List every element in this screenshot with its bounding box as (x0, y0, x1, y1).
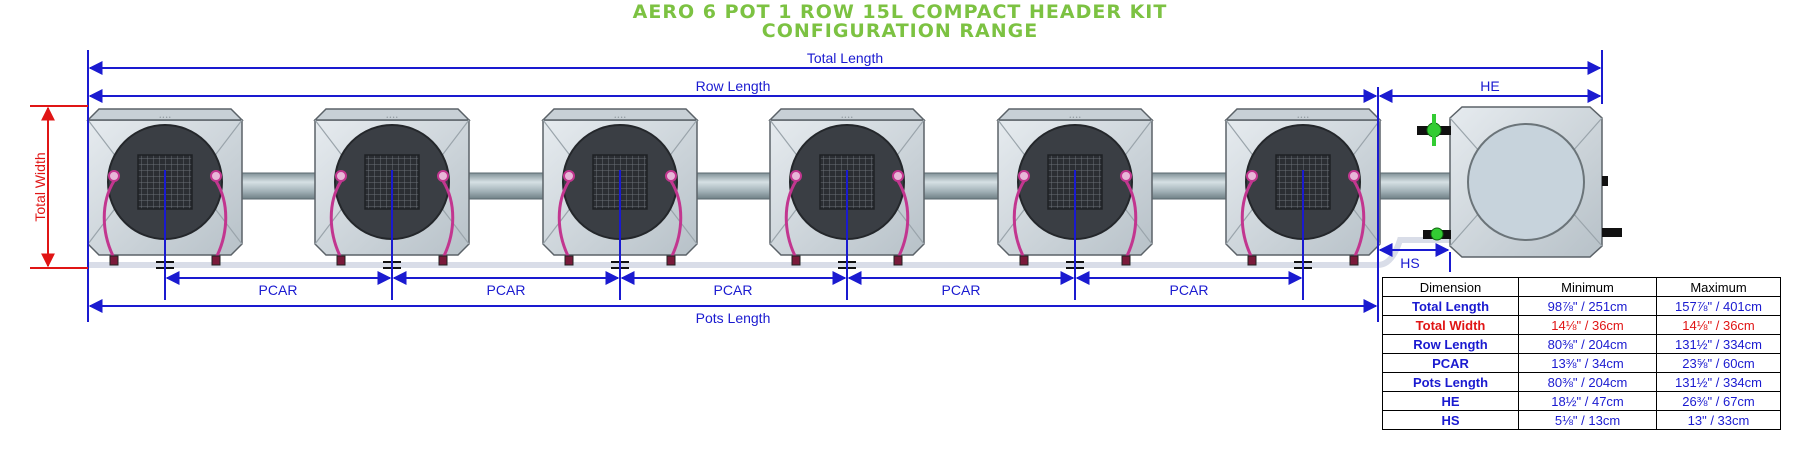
diagram-title-line2: CONFIGURATION RANGE (761, 20, 1039, 42)
table-row: Pots Length 80⅜" / 204cm 131½" / 334cm (1382, 372, 1781, 392)
row-dimension: Row Length (1382, 334, 1519, 354)
pots-length-label: Pots Length (696, 310, 771, 326)
he-label: HE (1480, 78, 1499, 94)
pcar-label-1: PCAR (259, 282, 298, 298)
row-minimum: 13⅜" / 34cm (1518, 353, 1657, 373)
table-header-minimum: Minimum (1518, 277, 1657, 297)
drain-valve-icon (1423, 227, 1451, 241)
pcar-label-5: PCAR (1170, 282, 1209, 298)
row-dimension: Pots Length (1382, 372, 1519, 392)
header-tank (1449, 106, 1622, 258)
row-dimension: PCAR (1382, 353, 1519, 373)
table-row: Total Width 14⅛" / 36cm 14⅛" / 36cm (1382, 315, 1781, 335)
table-row: HS 5⅛" / 13cm 13" / 33cm (1382, 410, 1781, 430)
row-maximum: 26⅜" / 67cm (1656, 391, 1781, 411)
row-maximum: 23⅝" / 60cm (1656, 353, 1781, 373)
table-row: PCAR 13⅜" / 34cm 23⅝" / 60cm (1382, 353, 1781, 373)
table-row: HE 18½" / 47cm 26⅜" / 67cm (1382, 391, 1781, 411)
valve-icon (1417, 114, 1451, 146)
row-maximum: 131½" / 334cm (1656, 372, 1781, 392)
pcar-label-2: PCAR (487, 282, 526, 298)
dimensions-table: Dimension Minimum Maximum Total Length 9… (1382, 277, 1781, 430)
total-width-label: Total Width (32, 152, 48, 221)
pcar-label-4: PCAR (942, 282, 981, 298)
row-dimension: Total Length (1382, 296, 1519, 316)
row-maximum: 13" / 33cm (1656, 410, 1781, 430)
table-header-maximum: Maximum (1656, 277, 1781, 297)
row-minimum: 80⅜" / 204cm (1518, 334, 1657, 354)
row-minimum: 18½" / 47cm (1518, 391, 1657, 411)
table-header-dimension: Dimension (1382, 277, 1519, 297)
row-maximum: 131½" / 334cm (1656, 334, 1781, 354)
row-minimum: 14⅛" / 36cm (1518, 315, 1657, 335)
pcar-label-3: PCAR (714, 282, 753, 298)
row-length-label: Row Length (696, 78, 771, 94)
row-maximum: 14⅛" / 36cm (1656, 315, 1781, 335)
diagram-title-line1: AERO 6 POT 1 ROW 15L COMPACT HEADER KIT (632, 1, 1168, 23)
table-row: Total Length 98⅞" / 251cm 157⅞" / 401cm (1382, 296, 1781, 316)
table-row: Row Length 80⅜" / 204cm 131½" / 334cm (1382, 334, 1781, 354)
row-minimum: 5⅛" / 13cm (1518, 410, 1657, 430)
row-dimension: Total Width (1382, 315, 1519, 335)
row-maximum: 157⅞" / 401cm (1656, 296, 1781, 316)
total-length-label: Total Length (807, 50, 883, 66)
table-header-row: Dimension Minimum Maximum (1382, 277, 1781, 297)
row-dimension: HS (1382, 410, 1519, 430)
row-minimum: 80⅜" / 204cm (1518, 372, 1657, 392)
hs-label: HS (1400, 255, 1419, 271)
row-minimum: 98⅞" / 251cm (1518, 296, 1657, 316)
row-dimension: HE (1382, 391, 1519, 411)
